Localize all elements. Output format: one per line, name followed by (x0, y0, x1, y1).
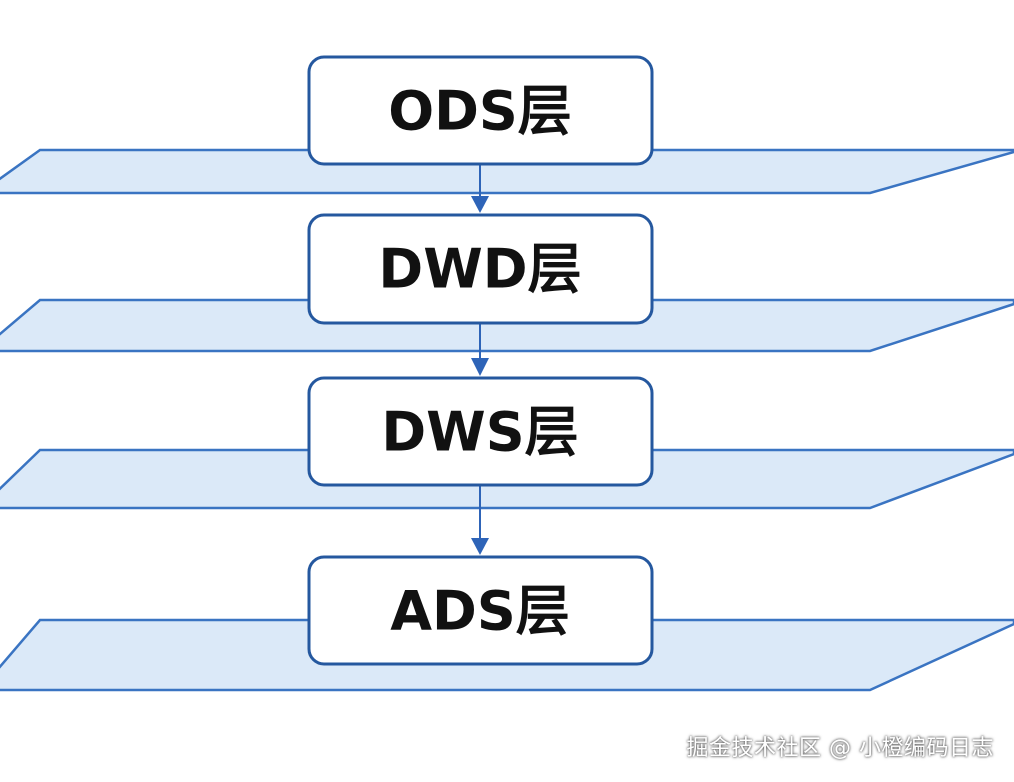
flow-arrow-dwd-to-dws (471, 323, 489, 376)
layer-box-ads: ADS层 (307, 555, 654, 666)
flow-arrow-ods-to-dwd (471, 164, 489, 213)
layer-label-ads: ADS层 (390, 580, 570, 643)
layer-box-ods: ODS层 (307, 55, 654, 166)
layer-box-dws: DWS层 (307, 376, 654, 487)
layer-plane-ods (0, 148, 1014, 195)
layer-box-dwd: DWD层 (307, 213, 654, 325)
layer-label-dws: DWS层 (381, 401, 578, 464)
watermark-text: 掘金技术社区 @ 小橙编码日志 (686, 736, 994, 761)
flow-arrow-dws-to-ads (471, 485, 489, 555)
layer-label-ods: ODS层 (388, 80, 572, 143)
layer-label-dwd: DWD层 (378, 238, 581, 301)
layer-plane-dwd (0, 298, 1014, 353)
